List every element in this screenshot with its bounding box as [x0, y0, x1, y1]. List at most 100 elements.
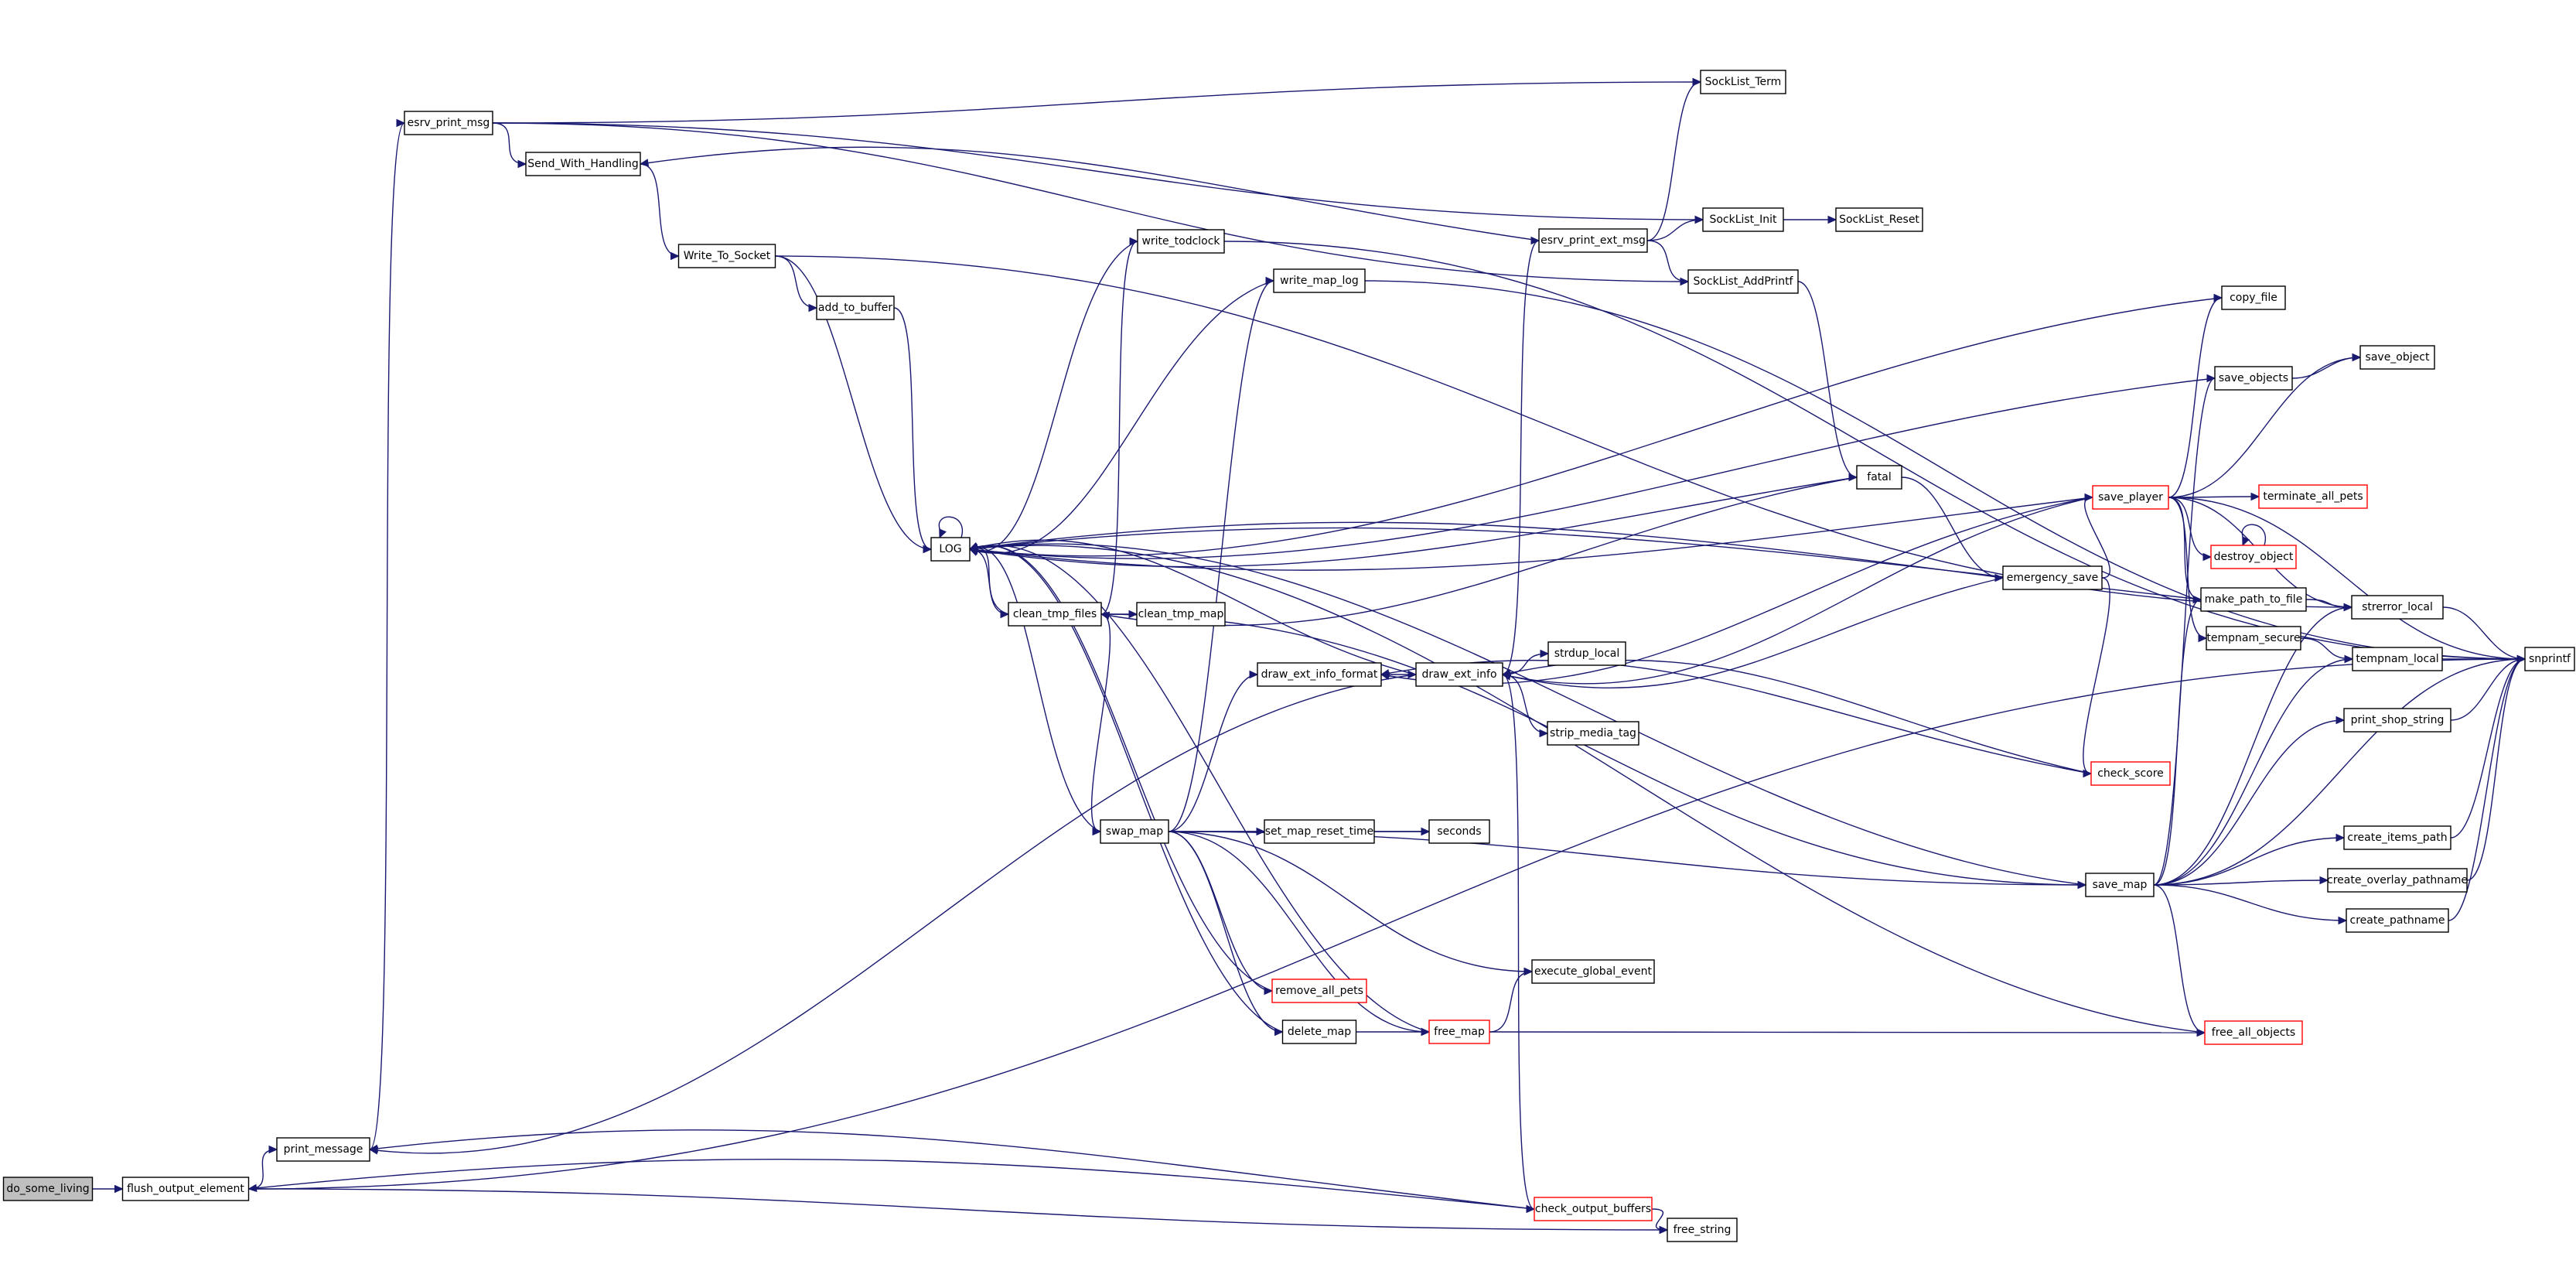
node-add_to_buffer[interactable]: add_to_buffer: [816, 295, 895, 320]
edge-esrv_print_msg-to-SockList_Term: [492, 81, 1701, 124]
edge-strerror_local-to-snprintf: [2442, 606, 2526, 660]
node-tempnam_secure[interactable]: tempnam_secure: [2206, 626, 2301, 651]
node-esrv_print_msg-box: [404, 111, 493, 135]
node-clean_tmp_map-box: [1136, 602, 1226, 627]
node-check_output_buffers-box: [1534, 1197, 1653, 1221]
edge-emergency_save-to-LOG: [969, 521, 2004, 579]
node-save_objects[interactable]: save_objects: [2214, 366, 2293, 391]
edge-esrv_print_msg-to-Send_With_Handling: [492, 122, 527, 165]
edge-Send_With_Handling-to-Write_To_Socket: [640, 163, 679, 257]
node-terminate_all_pets[interactable]: terminate_all_pets: [2258, 484, 2368, 509]
edge-save_map-to-create_overlay_pathname-arrowhead: [2319, 876, 2329, 885]
edge-save_map-to-strerror_local: [2153, 606, 2353, 886]
edge-add_to_buffer-to-LOG-arrowhead: [923, 545, 933, 554]
node-draw_ext_info_format[interactable]: draw_ext_info_format: [1257, 662, 1382, 687]
node-clean_tmp_files[interactable]: clean_tmp_files: [1008, 602, 1102, 627]
node-free_string[interactable]: free_string: [1667, 1218, 1738, 1242]
node-free_map[interactable]: free_map: [1428, 1020, 1490, 1044]
node-SockList_AddPrintf[interactable]: SockList_AddPrintf: [1687, 269, 1799, 294]
edge-draw_ext_info-to-esrv_print_ext_msg-arrowhead: [1530, 236, 1540, 245]
edge-save_objects-to-LOG: [969, 377, 2216, 559]
edge-flush_output_element-to-print_message-arrowhead: [268, 1145, 278, 1154]
node-draw_ext_info[interactable]: draw_ext_info: [1415, 662, 1503, 687]
node-emergency_save-box: [2002, 565, 2103, 590]
node-delete_map[interactable]: delete_map: [1281, 1020, 1357, 1044]
node-create_items_path[interactable]: create_items_path: [2343, 825, 2451, 850]
edge-Write_To_Socket-to-add_to_buffer-arrowhead: [808, 303, 818, 313]
edge-destroy_object-to-destroy_object-arrowhead: [2242, 536, 2250, 547]
node-strerror_local-label: strerror_local: [2362, 601, 2433, 613]
node-check_score[interactable]: check_score: [2090, 761, 2171, 786]
node-SockList_Term[interactable]: SockList_Term: [1700, 70, 1786, 94]
node-save_map-label: save_map: [2093, 879, 2148, 891]
node-make_path_to_file[interactable]: make_path_to_file: [2200, 587, 2307, 612]
node-save_player[interactable]: save_player: [2092, 485, 2169, 510]
node-snprintf[interactable]: snprintf: [2524, 647, 2575, 671]
node-esrv_print_msg[interactable]: esrv_print_msg: [404, 111, 493, 135]
node-strdup_local[interactable]: strdup_local: [1547, 641, 1626, 666]
node-free_all_objects[interactable]: free_all_objects: [2204, 1020, 2303, 1045]
node-swap_map[interactable]: swap_map: [1100, 819, 1169, 844]
edge-emergency_save-to-check_score: [2083, 577, 2110, 774]
node-Send_With_Handling[interactable]: Send_With_Handling: [525, 152, 641, 176]
node-save_player-box: [2092, 485, 2169, 510]
edge-print_shop_string-to-snprintf: [2450, 658, 2526, 721]
node-write_todclock-box: [1137, 229, 1225, 254]
node-create_pathname[interactable]: create_pathname: [2346, 908, 2449, 933]
node-do_some_living[interactable]: do_some_living: [2, 1177, 94, 1201]
node-seconds[interactable]: seconds: [1428, 819, 1490, 844]
node-destroy_object[interactable]: destroy_object: [2210, 545, 2297, 569]
node-execute_global_event[interactable]: execute_global_event: [1531, 959, 1655, 984]
node-write_todclock[interactable]: write_todclock: [1137, 229, 1225, 254]
edge-esrv_print_ext_msg-to-SockList_Term-arrowhead: [1692, 77, 1702, 87]
node-remove_all_pets[interactable]: remove_all_pets: [1271, 979, 1367, 1003]
node-Write_To_Socket[interactable]: Write_To_Socket: [677, 244, 776, 268]
call-edges: [92, 77, 2527, 1235]
node-print_message[interactable]: print_message: [276, 1137, 370, 1162]
node-create_overlay_pathname-label: create_overlay_pathname: [2327, 874, 2468, 886]
node-tempnam_local[interactable]: tempnam_local: [2352, 647, 2443, 671]
node-strerror_local[interactable]: strerror_local: [2351, 595, 2444, 620]
node-free_map-box: [1428, 1020, 1490, 1044]
node-do_some_living-box: [2, 1177, 94, 1201]
edge-save_map-to-free_all_objects: [2153, 884, 2206, 1033]
node-copy_file[interactable]: copy_file: [2221, 285, 2286, 310]
node-tempnam_local-label: tempnam_local: [2356, 653, 2438, 665]
edge-write_todclock-to-LOG: [969, 241, 1138, 552]
node-set_map_reset_time[interactable]: set_map_reset_time: [1264, 819, 1375, 844]
node-draw_ext_info-box: [1415, 662, 1503, 687]
node-SockList_Init[interactable]: SockList_Init: [1702, 207, 1784, 232]
edge-save_objects-to-save_object-arrowhead: [2352, 353, 2362, 362]
node-SockList_Reset[interactable]: SockList_Reset: [1835, 207, 1923, 232]
edge-save_player-to-draw_ext_info_format-arrowhead: [1380, 671, 1390, 681]
node-print_shop_string[interactable]: print_shop_string: [2343, 708, 2451, 733]
node-LOG[interactable]: LOG: [930, 537, 971, 562]
edge-save_map-to-create_pathname: [2153, 884, 2347, 921]
node-save_player-label: save_player: [2098, 491, 2163, 504]
edge-swap_map-to-remove_all_pets: [1168, 831, 1273, 992]
node-flush_output_element[interactable]: flush_output_element: [121, 1177, 250, 1201]
node-emergency_save[interactable]: emergency_save: [2002, 565, 2103, 590]
node-create_overlay_pathname[interactable]: create_overlay_pathname: [2327, 868, 2468, 893]
edge-save_player-to-destroy_object: [2168, 497, 2212, 558]
node-write_map_log[interactable]: write_map_log: [1273, 268, 1366, 293]
node-fatal[interactable]: fatal: [1856, 465, 1902, 490]
edge-save_map-to-strerror_local-arrowhead: [2343, 603, 2353, 612]
node-save_object[interactable]: save_object: [2359, 345, 2435, 370]
node-clean_tmp_map[interactable]: clean_tmp_map: [1136, 602, 1226, 627]
node-set_map_reset_time-box: [1264, 819, 1375, 844]
node-Send_With_Handling-box: [525, 152, 641, 176]
node-esrv_print_ext_msg[interactable]: esrv_print_ext_msg: [1538, 228, 1648, 253]
node-save_objects-box: [2214, 366, 2293, 391]
node-save_map[interactable]: save_map: [2085, 873, 2155, 897]
node-strerror_local-box: [2351, 595, 2444, 620]
node-free_map-label: free_map: [1434, 1026, 1485, 1038]
edge-clean_tmp_files-to-save_map: [1100, 613, 2086, 886]
node-terminate_all_pets-label: terminate_all_pets: [2263, 490, 2363, 503]
edge-save_player-to-tempnam_secure-arrowhead: [2198, 634, 2208, 643]
node-make_path_to_file-box: [2200, 587, 2307, 612]
node-strip_media_tag[interactable]: strip_media_tag: [1547, 721, 1639, 746]
node-check_output_buffers[interactable]: check_output_buffers: [1534, 1197, 1653, 1221]
edge-save_player-to-destroy_object-arrowhead: [2202, 552, 2213, 562]
